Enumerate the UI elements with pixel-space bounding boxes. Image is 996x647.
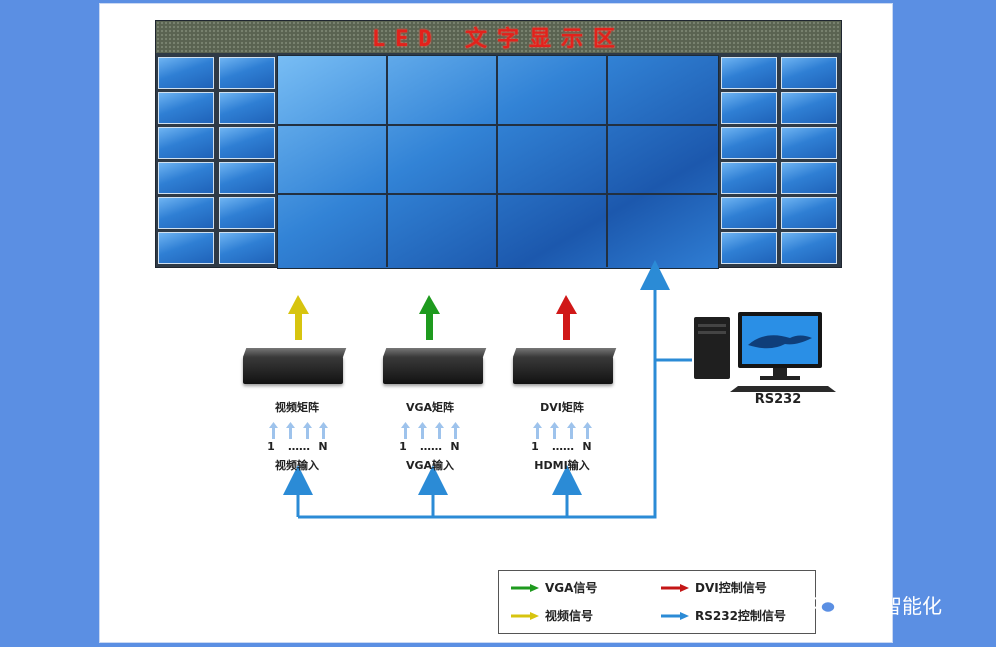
vga-input-dots: …… [420,440,442,453]
right-side-monitor [721,57,777,89]
video-input-dots: …… [288,440,310,453]
pc-workstation-icon [694,312,836,392]
right-side-monitor [721,197,777,229]
rs232-bus-line [298,260,670,519]
input-arrows [269,422,592,439]
right-side-monitor [721,162,777,194]
video-input-start: 1 [267,440,275,453]
video-input-label: 视频输入 [275,459,319,472]
left-side-monitor [219,162,275,194]
green-arrow-icon [511,583,539,592]
left-side-monitor [219,127,275,159]
right-side-monitor [781,197,837,229]
dvi-matrix-label: DVI矩阵 [540,401,584,414]
video-matrix-label: 视频矩阵 [275,401,319,414]
left-side-monitor [219,57,275,89]
left-side-monitor [158,57,214,89]
hdmi-input-dots: …… [552,440,574,453]
legend-box: VGA信号 DVI控制信号 视频信号 RS232控制信号 [498,570,816,634]
video-input-end: N [318,440,328,453]
dvi-matrix-device [513,356,613,384]
right-side-monitor [721,92,777,124]
left-side-monitor [158,162,214,194]
right-side-monitor [781,57,837,89]
legend-item-vga: VGA信号 [511,579,597,596]
video-matrix-device [243,356,343,384]
left-side-monitor [158,197,214,229]
legend-label-video: 视频信号 [545,609,594,623]
legend-item-dvi: DVI控制信号 [661,579,767,596]
right-side-monitor [721,232,777,264]
legend-label-vga: VGA信号 [545,581,598,595]
right-side-monitor [781,127,837,159]
vga-input-end: N [450,440,460,453]
red-arrow-icon [661,583,689,592]
legend-label-dvi: DVI控制信号 [695,581,767,595]
led-banner-text: LED 文字显示区 [372,27,625,52]
wechat-icon [812,595,836,613]
left-side-monitor [219,232,275,264]
left-side-monitor [219,197,275,229]
rs232-pc-label: RS232 [754,392,802,407]
vga-input-label: VGA输入 [405,459,455,472]
vga-input-start: 1 [399,440,407,453]
led-banner: LED 文字显示区 [156,21,841,53]
left-side-monitor [158,232,214,264]
hdmi-input-start: 1 [531,440,539,453]
watermark: 阿宽智能化 [812,590,942,619]
video-wall: LED 文字显示区 [155,20,842,269]
right-side-monitor [781,162,837,194]
left-side-monitor [219,92,275,124]
dvi-output-arrow [556,295,577,340]
legend-item-rs232: RS232控制信号 [661,607,786,624]
vga-output-arrow [419,295,440,340]
right-side-monitor [781,232,837,264]
blue-arrow-icon [661,611,689,620]
video-output-arrow [288,295,309,340]
vga-matrix-label: VGA矩阵 [405,401,455,414]
vga-matrix-device [383,356,483,384]
watermark-text: 阿宽智能化 [842,594,942,618]
yellow-arrow-icon [511,611,539,620]
left-side-monitor [158,127,214,159]
legend-label-rs232: RS232控制信号 [695,609,786,623]
main-screen-array [277,55,719,269]
right-side-monitor [721,127,777,159]
hdmi-input-label: HDMI输入 [534,459,590,472]
hdmi-input-end: N [582,440,592,453]
legend-item-video: 视频信号 [511,607,593,624]
left-side-monitor [158,92,214,124]
right-side-monitor [781,92,837,124]
